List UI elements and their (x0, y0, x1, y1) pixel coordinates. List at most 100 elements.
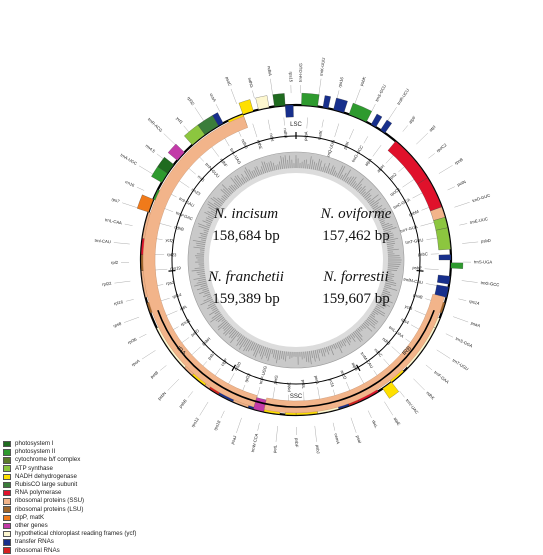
label-leader (459, 223, 467, 225)
legend-swatch (3, 457, 11, 464)
legend-item: ATP synthase (3, 465, 183, 473)
label-leader (422, 207, 429, 210)
label-leader (122, 203, 137, 208)
gene-label: trnM-CAU (360, 351, 375, 369)
legend-item: NADH dehydrogenase (3, 473, 183, 481)
label-leader (333, 423, 335, 431)
label-leader (284, 118, 285, 126)
gene-block (349, 103, 372, 122)
label-leader (158, 223, 172, 227)
gene-label: psbB (178, 398, 188, 409)
gene-label: rps11 (180, 317, 192, 327)
gene-label: ycf1 (175, 116, 184, 126)
gene-label: trnL-UAG (229, 147, 242, 165)
label-leader (388, 107, 397, 120)
species-1-name: N. incisum (213, 206, 278, 222)
label-leader (403, 125, 408, 131)
label-leader (315, 426, 317, 442)
label-leader (126, 299, 134, 301)
label-leader (210, 145, 218, 156)
gene-block (273, 93, 285, 106)
gene-label: trnP-UGG (258, 365, 268, 384)
species-2-name: N. oviforme (320, 206, 392, 222)
gene-label: rps12 (190, 416, 200, 428)
legend-label: ribosomal proteins (SSU) (15, 497, 84, 505)
label-leader (400, 391, 405, 397)
legend-label: hypothetical chloroplast reading frames … (15, 530, 136, 538)
gene-label: rpoC2 (435, 142, 448, 153)
label-leader (425, 269, 439, 270)
label-leader (114, 281, 130, 283)
legend-label: ribosomal RNAs (15, 547, 60, 555)
label-leader (335, 124, 339, 137)
label-leader (413, 379, 424, 390)
legend-swatch (3, 465, 11, 472)
gene-block (137, 195, 153, 212)
gene-label: trnE-UUC (469, 216, 488, 225)
gene-label: cemA (333, 433, 340, 445)
species-4-name: N. forrestii (322, 269, 388, 285)
label-leader (124, 317, 139, 322)
label-leader (142, 350, 155, 359)
species-1-size: 158,684 bp (212, 228, 280, 244)
gene-label: trnN-GUU (204, 162, 220, 179)
region-label-lsc: LSC (290, 122, 302, 128)
label-leader (270, 79, 272, 95)
gene-label: rpl33 (243, 372, 251, 383)
legend-swatch (3, 539, 11, 546)
gene-label: trnT-UGU (452, 358, 470, 372)
label-leader (252, 91, 254, 99)
label-leader (221, 411, 224, 418)
legend-label: NADH dehydrogenase (15, 473, 77, 481)
label-leader (137, 187, 144, 190)
label-leader (368, 411, 371, 418)
gene-block (323, 96, 331, 109)
gene-label: psbK (359, 76, 367, 87)
legend-swatch (3, 490, 11, 497)
region-label-ssc: SSC (290, 394, 303, 400)
gene-label: rps7 (111, 197, 121, 205)
legend-item: hypothetical chloroplast reading frames … (3, 530, 183, 538)
gene-label: trnK-UUU (319, 57, 326, 76)
label-leader (403, 179, 415, 187)
legend-label: ribosomal proteins (LSU) (15, 506, 83, 514)
legend-label: transfer RNAs (15, 538, 54, 546)
label-leader (416, 133, 428, 144)
label-leader (319, 79, 321, 95)
label-leader (114, 243, 130, 245)
label-leader (426, 365, 432, 370)
gene-label: rps15 (288, 72, 293, 83)
gene-block (437, 275, 450, 284)
gene-block (451, 263, 463, 269)
label-leader (236, 418, 241, 433)
label-leader (446, 334, 453, 338)
gene-label: rbcL (371, 419, 379, 429)
gene-label: rps8 (113, 321, 123, 329)
gene-block (439, 255, 451, 260)
gene-label: rps16 (337, 76, 345, 88)
label-leader (372, 104, 376, 111)
label-leader (139, 334, 146, 338)
gene-label: rpl22 (102, 281, 113, 287)
gene-label: psbD (481, 238, 491, 244)
legend-label: RubisCO large subunit (15, 481, 77, 489)
gene-label: psaC (225, 76, 233, 87)
gene-label: trnL-CAA (104, 217, 122, 225)
gene-label: rps18 (213, 419, 222, 431)
gene-label: rps2 (388, 171, 398, 181)
label-leader (448, 187, 455, 190)
gene-label: trnfM-CAU (403, 277, 423, 285)
label-leader (268, 120, 270, 131)
gene-label: trnR-UCU (396, 88, 410, 106)
label-leader (258, 423, 260, 431)
species-3-size: 159,389 bp (212, 291, 280, 307)
legend-label: RNA polymerase (15, 489, 61, 497)
gene-label: rpl32 (186, 96, 196, 107)
gene-label: trnG-UCC (350, 144, 364, 163)
label-leader (454, 202, 469, 207)
label-leader (439, 165, 453, 173)
label-leader (384, 402, 392, 416)
label-leader (276, 426, 278, 442)
legend-label: ATP synthase (15, 465, 53, 473)
